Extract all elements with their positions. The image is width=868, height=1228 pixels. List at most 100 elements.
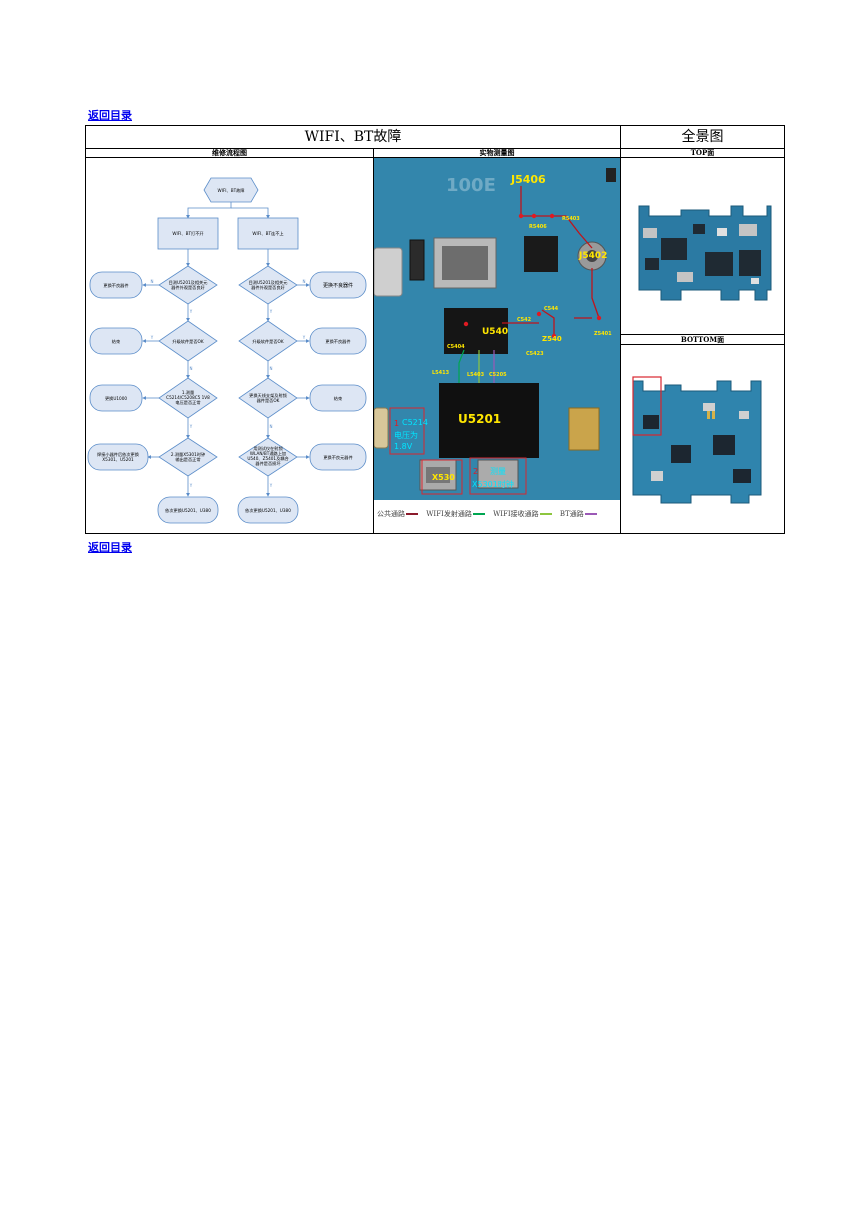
label-measure: 测量 [490,467,506,476]
legend-wifi-rx-label: WIFI接收通路 [493,510,539,518]
repair-flowchart: WIFI、BT故障 WIFI、BT打不开 WIFI、BT连不上 目测U5201及… [86,158,374,533]
label-z5401: Z5401 [594,331,612,337]
flow-right-q3b: 器件是否OK [257,397,280,404]
back-to-toc-link-top[interactable]: 返回目录 [88,109,132,122]
flow-right-q2: 升级软件是否OK [252,338,283,345]
label-u540: U540 [482,327,508,337]
x530-highlight-box [421,459,463,495]
flow-right-branch [237,217,299,250]
flow-left-a3: 更换U1000 [105,395,127,402]
flow-right-q1b: 器件外观是否良好 [251,284,285,291]
label-j5406: J5406 [510,173,546,186]
c5214-highlight-box [389,407,425,455]
wifi-area-highlight [632,376,662,436]
flow-left-end: 依次更换U5201、U380 [165,507,211,514]
bottom-board-svg [632,376,762,504]
flow-right-q4b: WLAN/BT通路上加 [250,450,286,457]
flow-right-q4: 用测试仪在射频 [253,445,283,452]
flow-left-q4: 2.测量X5301时钟 [171,451,205,458]
flow-left-q2: 升级软件是否OK [172,338,203,345]
label-z540: Z540 [542,335,562,343]
fault-table: WIFI、BT故障 全景图 维修流程图 实物测量图 TOP面 [85,125,785,534]
flow-yes-label: Y [150,335,154,340]
flow-right-a4: 更换不良元器件 [323,454,352,461]
flow-right-q4c: U540、Z5401及耦合 [247,455,289,462]
flow-right-q4d: 器件是否损坏 [255,460,281,467]
label-c5205: C5205 [489,372,507,378]
label-voltage-caption: 电压为 [394,430,418,440]
label-j5402: J5402 [578,251,607,261]
panorama-bottom-image [621,345,784,533]
label-c5214: C5214 [402,418,428,427]
flow-left-q4b: 输出是否正常 [175,456,200,463]
label-u5201: U5201 [458,412,501,426]
flowchart-svg: WIFI、BT故障 WIFI、BT打不开 WIFI、BT连不上 目测U5201及… [87,177,367,524]
label-clock: X5301时钟 [472,479,514,489]
flow-left-q3b: C5214/C5208C5 1V8 [166,395,210,400]
panorama-top-image [621,158,784,335]
pcb-measurement-photo: 100E [373,158,621,533]
flow-no-label: N [190,366,193,371]
label-x530: X530 [432,473,455,482]
flow-right-a1: 更换不良器件 [323,282,353,289]
flow-yes-label: Y [189,424,193,429]
legend-common-label: 公共通路 [377,510,405,518]
path-legend: 公共通路 WIFI发射通路 WIFI接收通路 BT通路 [377,509,603,519]
flow-right-q3: 更换天线支架及射频 [249,392,288,399]
legend-bt-swatch [584,513,597,515]
flow-yes-label: Y [189,309,193,314]
flow-left-q3c: 电压是否正常 [175,399,200,406]
top-side-header: TOP面 [621,149,784,158]
label-step-1: 1 [394,419,399,428]
flow-yes-label: Y [302,335,306,340]
label-c5423: C5423 [526,351,544,357]
label-l5413: L5413 [432,370,450,376]
silkscreen-label: 100E [446,175,496,196]
flow-no-label: N [270,366,273,371]
flowchart-header: 维修流程图 [86,149,374,158]
pcb-photo-svg: 100E [373,158,620,500]
flow-left-branch [157,217,219,250]
panorama-title: 全景图 [621,126,784,149]
flow-left-q1: 目测U5201及相关元 [169,279,208,286]
flow-left-q3: 1.测量 [182,389,194,396]
label-r5406: R5406 [529,224,547,230]
legend-wifi-tx-label: WIFI发射通路 [426,510,472,518]
flow-left-q1b: 器件外观是否良好 [171,284,205,291]
label-r5403: R5403 [562,216,580,222]
top-board-svg [638,205,772,301]
flow-right-end: 依次更换U5201、U380 [245,507,291,514]
label-voltage-value: 1.8V [394,442,413,451]
flow-left-a1: 更换不良器件 [103,282,128,289]
legend-wifi-rx-swatch [539,513,552,515]
table-title: WIFI、BT故障 [86,126,621,149]
flow-no-label: N [270,424,273,429]
flow-right-branch-label: WIFI、BT连不上 [252,230,283,237]
label-step-2: 2 [473,467,478,476]
flow-right-a2: 更换不良器件 [325,338,350,345]
flow-yes-label: Y [269,309,273,314]
flow-right-a3: 结束 [334,395,343,402]
photo-header: 实物测量图 [374,149,621,158]
label-c542: C542 [517,317,532,323]
flow-no-label: N [303,279,306,284]
legend-wifi-tx-swatch [472,513,485,515]
back-to-toc-link-bottom[interactable]: 返回目录 [88,541,132,554]
flow-no-label: N [151,279,154,284]
bottom-side-header: BOTTOM面 [621,335,784,345]
flow-yes-label: Y [269,483,273,488]
flow-left-a4b: X5301、U5201 [102,457,134,462]
label-l5403: L5403 [467,372,485,378]
flow-start-label: WIFI、BT故障 [217,187,244,194]
flow-yes-label: Y [189,483,193,488]
x5301-highlight-box [469,457,527,495]
flow-left-a4: 焊接小器件后依次更换 [97,451,140,458]
flow-left-a2: 结束 [112,338,121,345]
label-c5404: C5404 [447,344,465,350]
legend-bt-label: BT通路 [559,510,584,518]
flow-left-branch-label: WIFI、BT打不开 [172,230,203,237]
flow-right-q1: 目测U5201及相关元 [249,279,288,286]
flow-start-node [203,177,259,203]
label-c544: C544 [544,306,559,312]
legend-common-swatch [406,513,418,515]
